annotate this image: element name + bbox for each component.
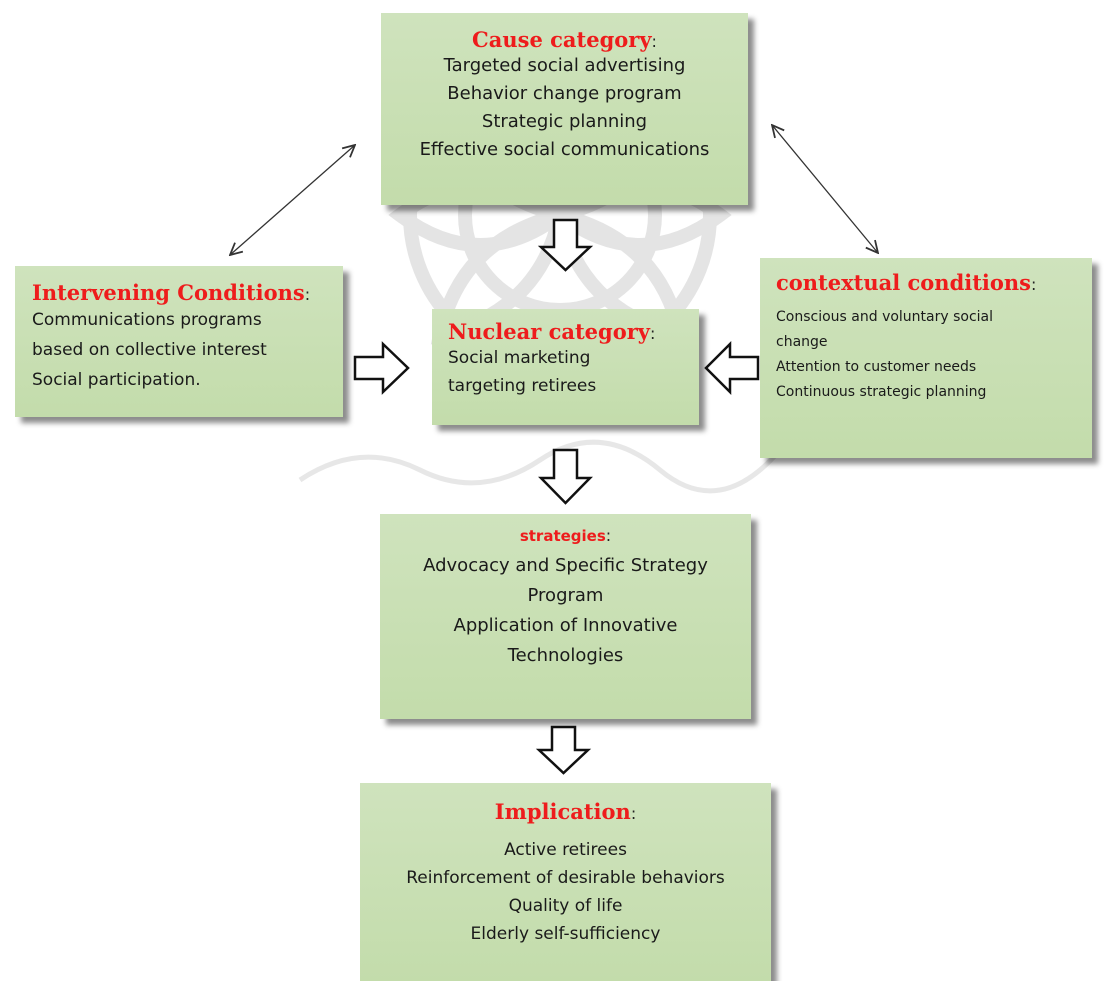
left-arrow-contextual-to-nuclear [704, 340, 760, 396]
strategies-item: Advocacy and Specific Strategy [423, 555, 708, 576]
strategies-colon: : [605, 526, 612, 545]
intervening-conditions-title: Intervening Conditions [32, 280, 305, 305]
right-arrow-intervening-to-nuclear [353, 341, 410, 395]
strategies-item: Technologies [507, 645, 624, 666]
implication-title: Implication [494, 799, 631, 824]
bidirectional-arrow-right [772, 125, 878, 253]
nuclear-category-box: Nuclear category: Social marketing targe… [432, 309, 699, 425]
strategies-item: Application of Innovative [453, 615, 678, 636]
cause-item: Targeted social advertising [443, 55, 686, 76]
bidirectional-arrow-left [230, 145, 355, 255]
intervening-item: Communications programs [32, 310, 262, 330]
contextual-item: Conscious and voluntary social [776, 309, 994, 325]
strategies-item: Program [527, 585, 604, 606]
contextual-item: Attention to customer needs [776, 359, 977, 375]
cause-category-title: Cause category [472, 27, 652, 52]
nuclear-item: targeting retirees [448, 376, 597, 396]
implication-colon: : [630, 804, 637, 823]
intervening-item: Social participation. [32, 370, 201, 390]
intervening-colon: : [304, 285, 311, 304]
contextual-conditions-title: contextual conditions [776, 270, 1032, 295]
intervening-conditions-box: Intervening Conditions: Communications p… [15, 266, 343, 417]
implication-item: Active retirees [504, 840, 627, 860]
cause-item: Strategic planning [481, 111, 648, 132]
nuclear-colon: : [649, 324, 656, 343]
implication-item: Elderly self-sufficiency [470, 924, 661, 944]
contextual-item: Continuous strategic planning [776, 384, 987, 400]
nuclear-category-title: Nuclear category [448, 319, 650, 344]
strategies-title: strategies [519, 527, 606, 545]
down-arrow-strategies-to-implication [535, 725, 592, 775]
cause-category-box: Cause category: Targeted social advertis… [381, 13, 748, 205]
contextual-item: change [776, 334, 828, 350]
intervening-item: based on collective interest [32, 340, 267, 360]
implication-box: Implication: Active retirees Reinforceme… [360, 783, 771, 981]
contextual-conditions-box: contextual conditions: Conscious and vol… [760, 258, 1092, 458]
down-arrow-cause-to-nuclear [537, 218, 594, 272]
nuclear-item: Social marketing [448, 348, 591, 368]
implication-item: Quality of life [508, 896, 623, 916]
contextual-colon: : [1031, 275, 1037, 294]
cause-item: Behavior change program [447, 83, 682, 104]
implication-item: Reinforcement of desirable behaviors [406, 868, 725, 888]
strategies-box: strategies: Advocacy and Specific Strate… [380, 514, 751, 719]
cause-item: Effective social communications [419, 139, 710, 160]
down-arrow-nuclear-to-strategies [538, 448, 593, 505]
cause-colon: : [651, 32, 657, 51]
